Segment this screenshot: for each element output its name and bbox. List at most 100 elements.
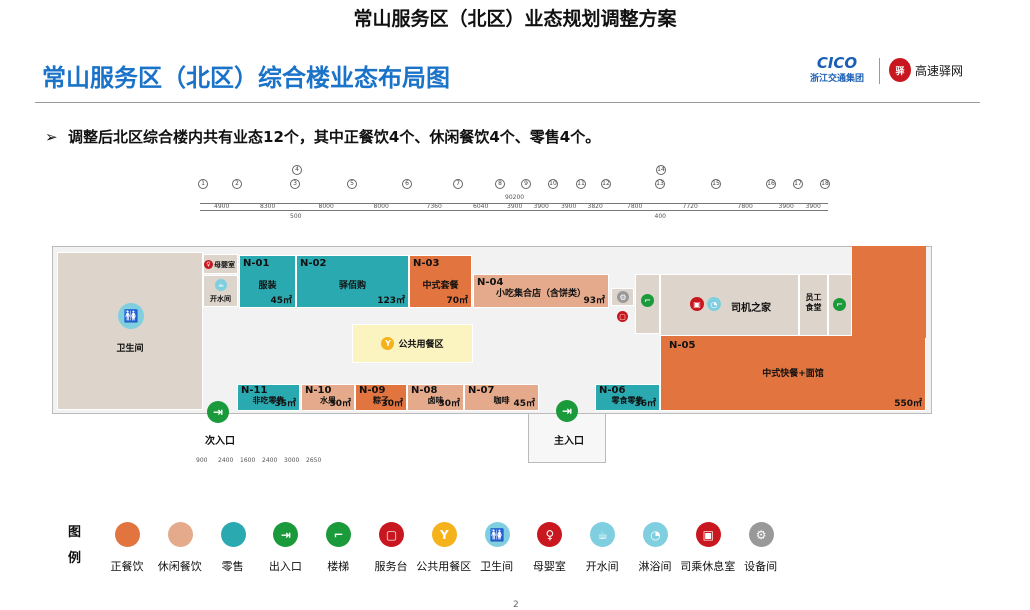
grid-axis-marker: 8 [495,179,505,189]
dimension-label: 8000 [373,203,389,210]
main-entrance-label: 主入口 [554,436,584,447]
grid-axis-marker: 15 [711,179,721,189]
fork-knife-icon: Y [381,337,395,350]
grid-axis-marker: 18 [820,179,830,189]
title-divider [35,102,980,103]
stairs-icon: ⌐ [326,522,352,547]
grid-axis-marker: 4 [292,165,302,175]
grid-axis-marker: 7 [453,179,463,189]
legend-label: 公共用餐区 [416,560,472,573]
grid-axis-marker: 17 [793,179,803,189]
dimension-label: 3900 [533,203,549,210]
legend-label: 司乘休息室 [680,560,736,573]
dimension-line [200,203,828,204]
exit-icon[interactable]: ⇥ [207,401,229,423]
mother-baby-room: ♀ 母婴室 [203,254,238,274]
dimension-label: 3900 [805,203,821,210]
legend-label: 楼梯 [327,560,350,573]
cup-icon: ☕ [215,279,227,291]
service-desk-icon: ▢ [617,311,628,322]
public-dining-area: Y 公共用餐区 [352,324,473,363]
legend-label: 设备间 [744,560,778,573]
legend-label: 卫生间 [480,560,514,573]
dimension-label: 3000 [284,457,300,464]
dimension-label: 4900 [214,203,230,210]
legend-label: 零售 [221,560,244,573]
dimension-label: 900 [196,457,208,464]
legend-label: 淋浴间 [638,560,672,573]
gear-icon: ⚙ [617,291,629,303]
legend-swatch [167,522,193,547]
dimension-label: 2400 [262,457,278,464]
boiling-water-room: ☕ 开水间 [203,275,238,307]
dimension-label: 8300 [260,203,276,210]
grid-axis-marker: 11 [576,179,586,189]
stairwell: ⌐ [635,274,660,334]
legend-label: 出入口 [268,560,302,573]
dimension-label: 3900 [507,203,523,210]
dimension-label: 7800 [737,203,753,210]
grid-axis-marker: 13 [655,179,665,189]
shower-icon: ◔ [707,297,721,311]
brand-seal-icon: 驿 [889,58,911,82]
dimension-label: 7360 [426,203,442,210]
grid-axis-marker: 9 [521,179,531,189]
driver-home: ▣ ◔ 司机之家 [660,274,799,336]
dimension-label: 3900 [561,203,577,210]
dimension-label: 2650 [306,457,322,464]
exit-icon: ⇥ [273,522,299,547]
page-number: 2 [513,600,519,610]
dimension-label: 3820 [587,203,603,210]
brand-logo-text: 高速驿网 [915,64,964,78]
toilet-icon: 🚻 [484,522,510,547]
service-desk-icon: ▢ [379,522,404,547]
stairs-icon: ⌐ [833,298,846,311]
mother-baby-icon: ♀ [537,522,563,547]
dimension-label: 500 [290,213,302,220]
total-dimension: 90200 [505,194,525,201]
legend-label: 休闲餐饮 [157,560,202,573]
legend-label: 正餐饮 [110,560,144,573]
slide-title: 常山服务区（北区）综合楼业态布局图 [42,64,450,92]
shower-icon: ◔ [643,522,668,547]
staff-canteen: 员工食堂 [799,274,828,336]
grid-axis-marker: 3 [290,179,300,189]
dimension-label: 6040 [473,203,489,210]
cup-icon: ☕ [590,522,616,547]
shop-n05-wing [852,246,926,338]
fork-knife-icon: Y [431,522,457,547]
logo-divider [879,58,880,84]
toilet-room: 🚻 卫生间 [57,252,203,410]
grid-axis-marker: 16 [766,179,776,189]
legend-label: 母婴室 [532,560,566,573]
grid-axis-marker: 5 [347,179,357,189]
grid-axis-marker: 2 [232,179,242,189]
legend-swatch [115,522,140,547]
dimension-label: 1600 [240,457,256,464]
exit-icon[interactable]: ⇥ [556,400,578,422]
mother-baby-icon: ♀ [204,260,213,269]
sofa-icon: ▣ [690,297,704,311]
sofa-icon: ▣ [695,522,721,547]
grid-axis-marker: 1 [198,179,208,189]
dimension-label: 7720 [682,203,698,210]
gear-icon: ⚙ [748,522,774,547]
legend-swatch [220,522,246,547]
side-entrance-label: 次入口 [205,436,235,447]
grid-axis-marker: 6 [402,179,412,189]
stairwell: ⌐ [828,274,852,336]
document-title: 常山服务区（北区）业态规划调整方案 [353,8,677,30]
cico-logo: CICO 浙江交通集团 [810,54,865,85]
dimension-line [200,210,828,211]
